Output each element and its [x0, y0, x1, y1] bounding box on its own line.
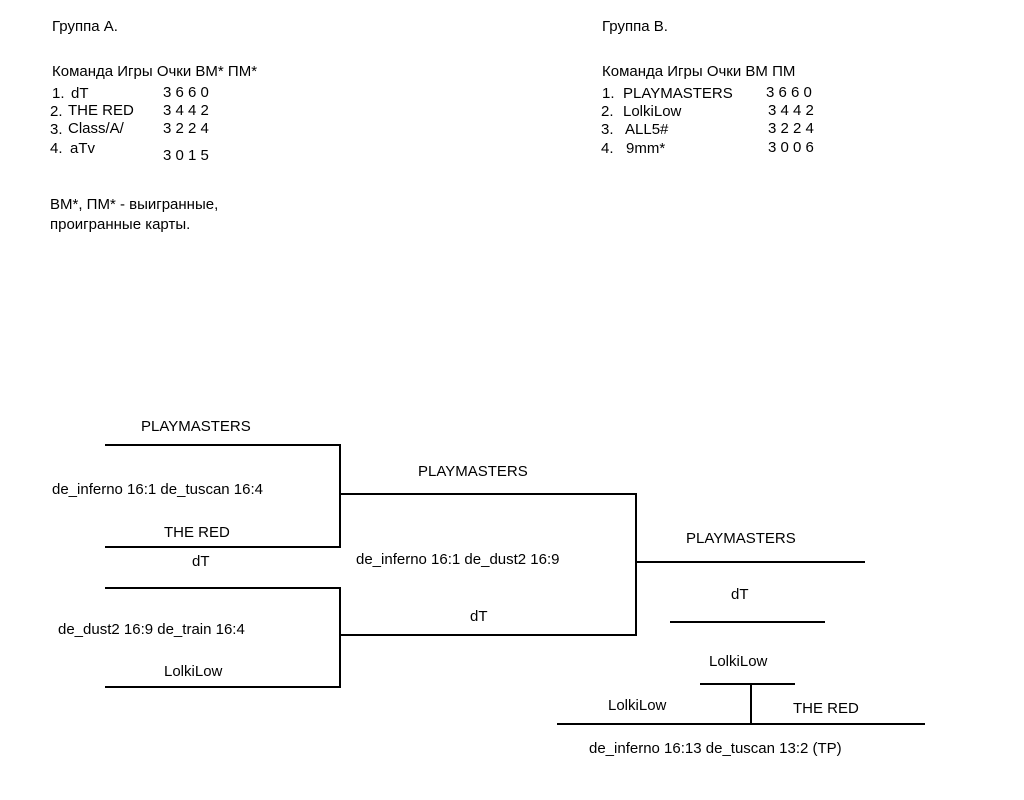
final-top-line [637, 561, 865, 563]
third-place-score: de_inferno 16:13 de_tuscan 13:2 (TP) [589, 740, 842, 757]
sf-bottom-line [341, 634, 637, 636]
qf2-top-team-label: dT [192, 553, 210, 570]
group-b-row-3-rank: 3. [601, 121, 614, 138]
third-place-right-team-label: THE RED [793, 700, 859, 717]
group-b-row-4-rank: 4. [601, 140, 614, 157]
group-b-row-1-stats: 3 6 6 0 [766, 84, 812, 101]
qf1-top-team-label: PLAYMASTERS [141, 418, 251, 435]
group-b-row-2-team: LolkiLow [623, 103, 682, 120]
group-a-row-3-stats: 3 2 2 4 [163, 120, 209, 137]
qf2-bottom-line [105, 686, 341, 688]
sf-score: de_inferno 16:1 de_dust2 16:9 [356, 551, 560, 568]
third-place-bottom-line [557, 723, 925, 725]
group-b-row-4-team: 9mm* [626, 140, 666, 157]
third-place-winner-label: LolkiLow [709, 653, 768, 670]
final-top-team-label: PLAYMASTERS [686, 530, 796, 547]
group-a-row-1-rank: 1. [52, 85, 65, 102]
group-a-row-2-stats: 3 4 4 2 [163, 102, 209, 119]
group-b-row-4-stats: 3 0 0 6 [768, 139, 814, 156]
third-place-left-team-label: LolkiLow [608, 697, 667, 714]
final-bottom-line [670, 621, 825, 623]
qf1-bottom-line [105, 546, 341, 548]
qf2-bottom-team-label: LolkiLow [164, 663, 223, 680]
group-a-title: Группа А. [52, 18, 118, 35]
group-b-title: Группа B. [602, 18, 668, 35]
group-a-row-3-team: Class/A/ [68, 120, 124, 137]
group-a-row-4-stats: 3 0 1 5 [163, 147, 209, 164]
qf2-top-line [105, 587, 341, 589]
group-b-row-1-rank: 1. [602, 85, 615, 102]
group-a-row-3-rank: 3. [50, 121, 63, 138]
sf-bottom-team-label: dT [470, 608, 488, 625]
sf-right-connector [635, 493, 637, 636]
group-a-row-1-stats: 3 6 6 0 [163, 84, 209, 101]
qf1-top-line [105, 444, 341, 446]
group-b-row-3-stats: 3 2 2 4 [768, 120, 814, 137]
third-place-winner-line [700, 683, 795, 685]
qf2-score: de_dust2 16:9 de_train 16:4 [58, 621, 245, 638]
qf1-right-connector [339, 444, 341, 548]
third-place-divider [750, 683, 752, 724]
group-b-row-2-rank: 2. [601, 103, 614, 120]
qf1-score: de_inferno 16:1 de_tuscan 16:4 [52, 481, 264, 498]
legend-line-2: проигранные карты. [50, 216, 191, 233]
group-b-row-1-team: PLAYMASTERS [623, 85, 733, 102]
group-a-header: Команда Игры Очки ВМ* ПМ* [52, 63, 258, 80]
group-a-row-2-rank: 2. [50, 103, 63, 120]
qf1-bottom-team-label: THE RED [164, 524, 230, 541]
group-a-row-4-team: aTv [70, 140, 96, 157]
final-bottom-team-label: dT [731, 586, 749, 603]
group-a-row-4-rank: 4. [50, 140, 63, 157]
legend-line-1: ВМ*, ПМ* - выигранные, [50, 196, 219, 213]
group-a-row-2-team: THE RED [68, 102, 134, 119]
group-b-row-3-team: ALL5# [625, 121, 669, 138]
group-a-row-1-team: dT [71, 85, 89, 102]
group-b-header: Команда Игры Очки ВМ ПМ [602, 63, 796, 80]
sf-top-line [341, 493, 637, 495]
sf-top-team-label: PLAYMASTERS [418, 463, 528, 480]
qf2-right-connector [339, 587, 341, 688]
group-b-row-2-stats: 3 4 4 2 [768, 102, 814, 119]
